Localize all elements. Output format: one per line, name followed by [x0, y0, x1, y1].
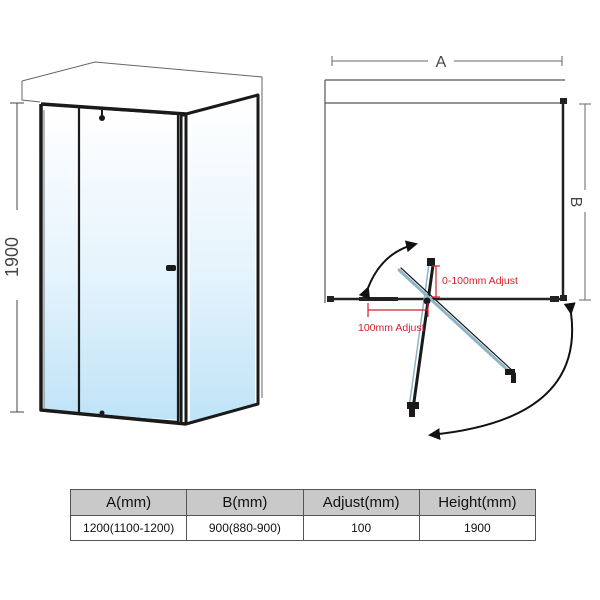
spec-table: A(mm) B(mm) Adjust(mm) Height(mm) 1200(1… [69, 489, 537, 541]
height-dimension [10, 102, 24, 413]
spec-header-height: Height(mm) [418, 489, 537, 516]
spec-cell-a: 1200(1100-1200) [69, 515, 188, 541]
pivot-adjust-label: 0-100mm Adjust [442, 275, 518, 287]
wall-outline [21, 61, 263, 398]
plan-width-label: A [436, 54, 447, 71]
spec-cell-adjust: 100 [302, 515, 420, 541]
shower-enclosure-diagram: 1900 A B [2, 49, 595, 441]
enclosure-frame [39, 93, 260, 426]
front-glass [44, 108, 183, 420]
plan-walls [324, 79, 565, 303]
pivot-adjust-dimension [432, 265, 440, 298]
height-label: 1900 [2, 237, 22, 277]
side-adjust-label: 100mm Adjust [358, 322, 425, 334]
swing-arrow-outward [428, 302, 576, 441]
spec-header-b: B(mm) [186, 489, 304, 516]
side-glass [190, 98, 255, 423]
spec-table-row: 1200(1100-1200) 900(880-900) 100 1900 [69, 515, 537, 541]
plan-depth-label: B [567, 197, 584, 208]
enclosure-perspective: 1900 [2, 61, 263, 426]
spec-cell-height: 1900 [418, 515, 537, 541]
spec-header-adjust: Adjust(mm) [302, 489, 420, 516]
bottom-pivot [99, 410, 105, 416]
door-handle [166, 265, 176, 271]
spec-cell-b: 900(880-900) [186, 515, 304, 541]
plan-view: A B [324, 49, 595, 441]
side-adjust-dimension [367, 303, 429, 317]
pivot-door-frame [77, 105, 180, 424]
spec-header-a: A(mm) [69, 489, 188, 516]
swing-arrow-inward [358, 240, 418, 300]
spec-table-header-row: A(mm) B(mm) Adjust(mm) Height(mm) [69, 489, 537, 516]
